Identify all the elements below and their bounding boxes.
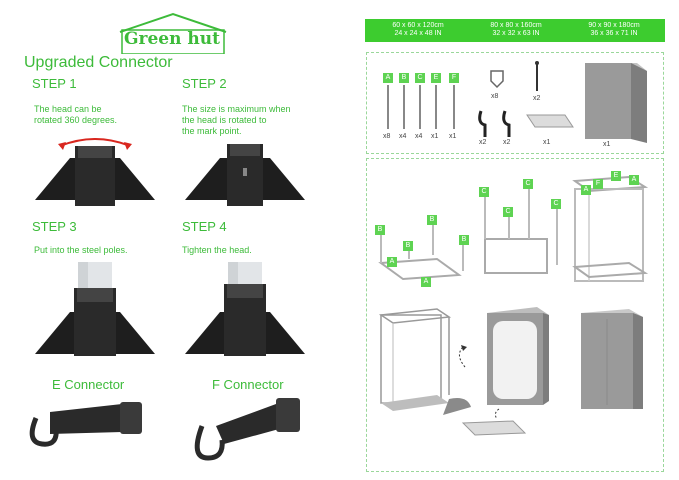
step-2-text: The size is maximum when the head is rot… [182,104,291,136]
qty-hook-e: x2 [479,139,487,146]
asm-label-c4: C [551,199,561,209]
spec-60-imperial: 24 x 24 x 48 IN [394,30,442,37]
assembly-panel: B B B B A A C C C C F E A A [366,158,664,472]
qty-pole-c: x4 [415,133,423,140]
f-connector-label: F Connector [212,377,284,392]
e-connector-illustration [29,402,142,447]
asm-label-a1: A [387,257,397,267]
qty-pole-e: x1 [431,133,439,140]
pole-b-label: B [399,73,409,83]
pole-a-label: A [383,73,393,83]
asm-label-b1: B [375,225,385,235]
pole-f-label: F [449,73,459,83]
tent-assembly-diagram [378,307,643,436]
spec-60: 60 x 60 x 120cm 24 x 24 x 48 IN [373,22,463,38]
asm-label-e: E [611,171,621,181]
size-spec-bar: 60 x 60 x 120cm 24 x 24 x 48 IN 80 x 80 … [365,19,665,42]
step-2-connector-illustration [185,144,305,206]
brand-logo: Green hut [118,12,228,55]
logo-text: Green hut [124,29,220,49]
qty-pole-f: x1 [449,133,457,140]
asm-label-b2: B [427,215,437,225]
asm-label-a4: A [581,185,591,195]
spec-80-metric: 80 x 80 x 160cm [490,22,542,29]
step-1-connector-illustration [35,138,155,206]
qty-corner: x8 [491,93,499,100]
poles-icon [387,61,647,143]
e-connector-label: E Connector [52,377,125,392]
step-3-connector-illustration [35,262,155,356]
pole-c-label: C [415,73,425,83]
step-4-text: Tighten the head. [182,245,252,255]
step-4-label: STEP 4 [182,219,227,234]
qty-strap: x2 [533,95,541,102]
step-2-label: STEP 2 [182,76,227,91]
spec-90-metric: 90 x 90 x 180cm [588,22,640,29]
asm-label-f: F [593,179,603,189]
spec-80-imperial: 32 x 32 x 63 IN [492,30,540,37]
step-3-label: STEP 3 [32,219,77,234]
asm-label-c2: C [503,207,513,217]
step-4-connector-illustration [185,262,305,356]
step-1-label: STEP 1 [32,76,77,91]
page-title: Upgraded Connector [24,54,173,71]
f-connector-illustration [194,398,300,461]
asm-label-c3: C [523,179,533,189]
qty-pole-b: x4 [399,133,407,140]
spec-60-metric: 60 x 60 x 120cm [392,22,444,29]
spec-90: 90 x 90 x 180cm 36 x 36 x 71 IN [569,22,659,38]
spec-90-imperial: 36 x 36 x 71 IN [590,30,638,37]
asm-label-a2: A [421,277,431,287]
asm-label-b4: B [459,235,469,245]
asm-label-b3: B [403,241,413,251]
qty-tray: x1 [543,139,551,146]
spec-80: 80 x 80 x 160cm 32 x 32 x 63 IN [471,22,561,38]
qty-hook-f: x2 [503,139,511,146]
parts-panel: A B C E F x8 x4 x4 x1 x1 x8 x2 x2 x2 x1 … [366,52,664,154]
asm-label-c1: C [479,187,489,197]
asm-label-a3: A [629,175,639,185]
qty-tent: x1 [603,141,611,148]
step-3-text: Put into the steel poles. [34,245,128,255]
step-1-text: The head can be rotated 360 degrees. [34,104,118,125]
pole-e-label: E [431,73,441,83]
qty-pole-a: x8 [383,133,391,140]
